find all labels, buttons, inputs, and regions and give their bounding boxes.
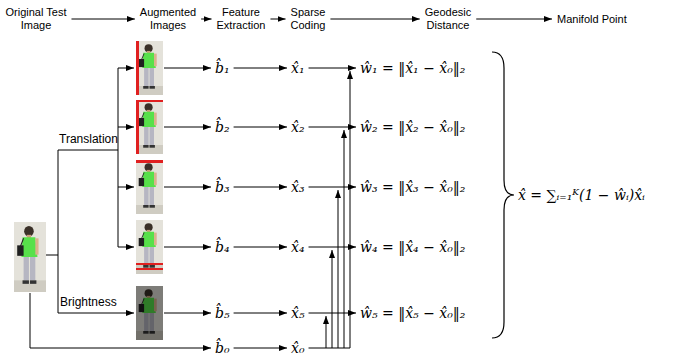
flow-arrow [164, 68, 211, 69]
column-heading: Manifold Point [557, 13, 627, 26]
feature-symbol: b̂₂ [215, 119, 230, 135]
flow-arrow [234, 187, 287, 188]
feature-symbol: b̂₃ [215, 179, 230, 195]
flow-arrow [30, 348, 211, 349]
stage-arrow [71, 19, 134, 20]
tree-arrow [118, 68, 134, 69]
column-heading: Original Test Image [0, 6, 74, 31]
flow-arrow [309, 247, 356, 248]
column-heading: Augmented Images [137, 6, 199, 31]
reference-arrow [332, 250, 333, 348]
flow-arrow [234, 68, 287, 69]
reference-arrow [338, 190, 339, 348]
stage-arrow [476, 19, 552, 20]
shift-bar [136, 268, 163, 270]
feature-symbol: b̂₁ [215, 60, 230, 76]
augmented-image [136, 41, 163, 95]
distance-equation: ŵ₁ = ‖x̂₁ − x̂₀‖₂ [360, 60, 466, 76]
flow-arrow [309, 127, 356, 128]
tree-arrow [118, 247, 134, 248]
shift-bar [136, 100, 163, 102]
code-symbol: x̂₄ [291, 239, 305, 255]
branch-label: Brightness [60, 296, 117, 310]
stage-arrow [270, 19, 285, 20]
distance-equation: ŵ₅ = ‖x̂₅ − x̂₀‖₂ [360, 305, 466, 321]
tree-arrow [118, 187, 134, 188]
feature-symbol: b̂₅ [215, 305, 230, 321]
tree-arrow [58, 313, 134, 314]
reference-arrow [326, 316, 327, 348]
tree-line [58, 150, 118, 151]
flow-arrow [234, 348, 287, 349]
distance-equation: ŵ₃ = ‖x̂₃ − x̂₀‖₂ [360, 179, 466, 195]
code-symbol: x̂₀ [291, 340, 305, 356]
branch-label: Translation [59, 133, 118, 147]
shift-bar [136, 263, 163, 265]
column-heading: Feature Extraction [211, 6, 271, 31]
flow-arrow [309, 187, 356, 188]
augmented-image [136, 100, 163, 154]
stage-arrow [330, 19, 419, 20]
shift-bar [136, 41, 139, 95]
flow-arrow [234, 127, 287, 128]
flow-arrow [164, 127, 211, 128]
flow-arrow [309, 68, 356, 69]
distance-equation: ŵ₄ = ‖x̂₄ − x̂₀‖₂ [360, 239, 466, 255]
test-image [14, 222, 46, 292]
augmentation-tree [30, 68, 134, 348]
flow-arrow [164, 313, 211, 314]
shift-bar [136, 160, 163, 163]
flow-arrow [164, 187, 211, 188]
column-heading: Sparse Coding [285, 6, 331, 31]
tree-line [58, 150, 59, 313]
stage-arrow [201, 19, 211, 20]
flow-arrow [234, 313, 287, 314]
reference-arrow [350, 71, 351, 348]
brightness-overlay [136, 286, 163, 340]
tree-line [46, 255, 58, 256]
code-symbol: x̂₃ [291, 179, 305, 195]
tree-line [30, 293, 31, 348]
code-symbol: x̂₁ [291, 60, 305, 76]
code-symbol: x̂₂ [291, 119, 305, 135]
distance-equation: ŵ₂ = ‖x̂₂ − x̂₀‖₂ [360, 119, 466, 135]
tree-arrow [118, 127, 134, 128]
flow-arrow [164, 247, 211, 248]
code-symbol: x̂₅ [291, 305, 305, 321]
flow-arrow [234, 247, 287, 248]
augmented-image [136, 220, 163, 274]
shift-bar [136, 100, 139, 154]
feature-symbol: b̂₄ [215, 239, 230, 255]
curly-brace [492, 52, 514, 338]
manifold-equation: x̂ = ∑ᵢ₌₁ᴷ(1 − ŵᵢ)x̂ᵢ [518, 187, 645, 203]
augmented-image [136, 160, 163, 214]
reference-arrow [344, 130, 345, 348]
feature-symbol: b̂₀ [215, 340, 230, 356]
column-heading: Geodesic Distance [419, 6, 477, 31]
tree-line [118, 68, 119, 247]
augmented-image [136, 286, 163, 340]
